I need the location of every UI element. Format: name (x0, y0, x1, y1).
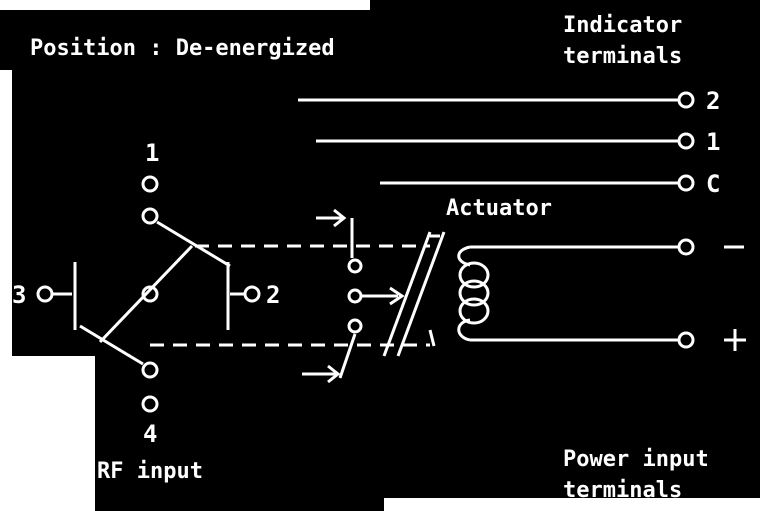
indicator-terminal-label-c: C (706, 170, 720, 198)
rf-port-4-inner (141, 361, 159, 379)
indicator-title-line2: terminals (563, 44, 682, 69)
rf-port-center (141, 285, 159, 303)
actuator-bar-b (396, 231, 446, 357)
indicator-arrow-bottom (302, 364, 341, 384)
rf-blade-diag (98, 244, 194, 344)
indicator-switch-contact-low (347, 318, 363, 334)
actuator-label: Actuator (446, 196, 552, 221)
indicator-terminal-label-2: 2 (706, 87, 720, 115)
rf-port-4-outer (141, 395, 159, 413)
rf-port-label-4: 4 (143, 420, 157, 448)
rf-input-label: RF input (97, 459, 203, 484)
rf-blade-upper (156, 220, 231, 268)
power-title-line2: terminals (563, 478, 682, 503)
indicator-switch-contact-mid (347, 288, 363, 304)
power-terminal-minus-circle (677, 238, 695, 256)
indicator-title-line1: Indicator (563, 13, 682, 38)
indicator-switch-arm (338, 333, 357, 379)
actuator-bar-a (382, 231, 432, 357)
indicator-switch-contact-top (347, 258, 363, 274)
rf-port-1-outer (141, 175, 159, 193)
indicator-terminal-label-1: 1 (706, 128, 720, 156)
indicator-terminal-2-circle (677, 91, 695, 109)
rf-port-label-1: 1 (145, 139, 159, 167)
rf-port-1-inner (141, 207, 159, 225)
position-label: Position : De-energized (30, 36, 335, 61)
actuator-coil (457, 245, 678, 342)
power-terminal-plus-circle (677, 331, 695, 349)
plunger-arrow (389, 286, 405, 306)
indicator-terminal-1-circle (677, 132, 695, 150)
actuator-cap-bottom (428, 329, 436, 347)
power-title-line1: Power input (563, 447, 709, 472)
rf-port-label-2: 2 (266, 281, 280, 309)
indicator-terminal-c-circle (677, 174, 695, 192)
rf-blade-lower (79, 324, 144, 366)
rf-port-label-3: 3 (12, 281, 26, 309)
indicator-arrow-top (316, 208, 347, 228)
